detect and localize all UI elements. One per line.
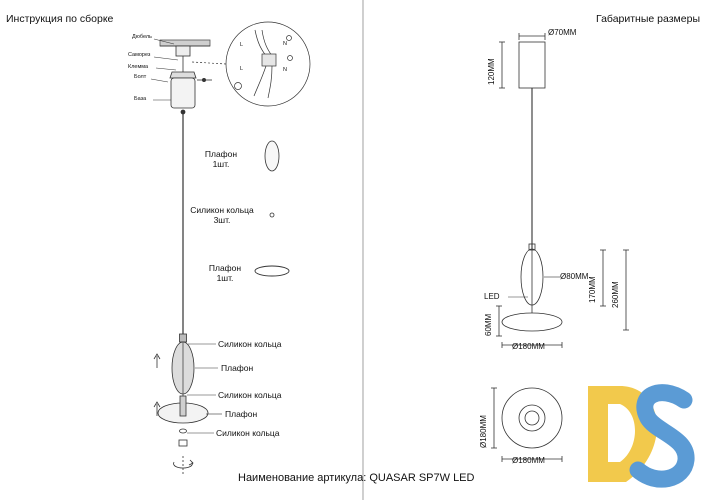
dim-disc-height: 60MM (484, 313, 493, 336)
wire-l-top: L (240, 42, 244, 48)
dimension-drawing (491, 33, 629, 462)
assembly-leaders (187, 343, 222, 434)
callout-leaders (150, 38, 179, 101)
callout-bolt: Болт (134, 74, 147, 80)
canopy-outline (518, 41, 546, 89)
assembly-label-rings-3: Силикон кольца (216, 428, 280, 438)
part-disc-label: Плафон 1шт. (208, 263, 242, 283)
article-name: Наименование артикула: QUASAR SP7W LED (238, 472, 475, 484)
wire-n-top: N (283, 41, 287, 47)
assembled-lamp (157, 333, 209, 474)
disc-part-shape (254, 265, 290, 277)
silicone-ring-shape (269, 212, 275, 218)
part-shade-label: Плафон 1шт. (204, 149, 238, 169)
callout-base: База (134, 96, 147, 102)
canopy-top (169, 71, 197, 79)
dim-bottom-diameter-horizontal: Ø180MM (512, 456, 545, 465)
dim-led-label: LED (484, 292, 500, 301)
assembly-title: Инструкция по сборке (6, 13, 114, 25)
assembly-label-rings-2: Силикон кольца (218, 390, 282, 400)
shade-part-shape (264, 140, 280, 172)
callout-dowel: Дюбель (132, 34, 152, 40)
wiring-detail (191, 21, 311, 107)
dim-canopy-height: 120MM (487, 58, 496, 85)
logo-letter-s (629, 384, 695, 488)
callout-terminal: Клемма (128, 64, 149, 70)
callout-screw: Саморез (128, 52, 151, 58)
ceiling-mount (159, 39, 212, 115)
wire-n-bottom: N (283, 67, 287, 73)
wire-l-bottom: L (240, 66, 244, 72)
assembly-label-shade: Плафон (221, 363, 254, 373)
ceiling-slab (159, 39, 211, 47)
assembly-arrows (153, 353, 161, 416)
dim-shade-diameter: Ø80MM (560, 272, 589, 281)
mounting-bracket (175, 45, 191, 57)
assembly-label-disc: Плафон (225, 409, 258, 419)
assembly-label-rings-1: Силикон кольца (218, 339, 282, 349)
disc-outline (501, 312, 563, 332)
dim-canopy-diameter: Ø70MM (548, 28, 577, 37)
dim-disc-diameter: Ø180MM (512, 342, 545, 351)
dimensions-title: Габаритные размеры (596, 13, 700, 25)
canopy-base (170, 77, 196, 109)
dim-total-height: 260MM (611, 281, 620, 308)
ds-logo (588, 384, 695, 488)
part-rings-label: Силикон кольца 3шт. (190, 205, 254, 225)
dim-bottom-diameter-vertical: Ø180MM (479, 415, 488, 448)
dim-shade-height: 170MM (588, 276, 597, 303)
